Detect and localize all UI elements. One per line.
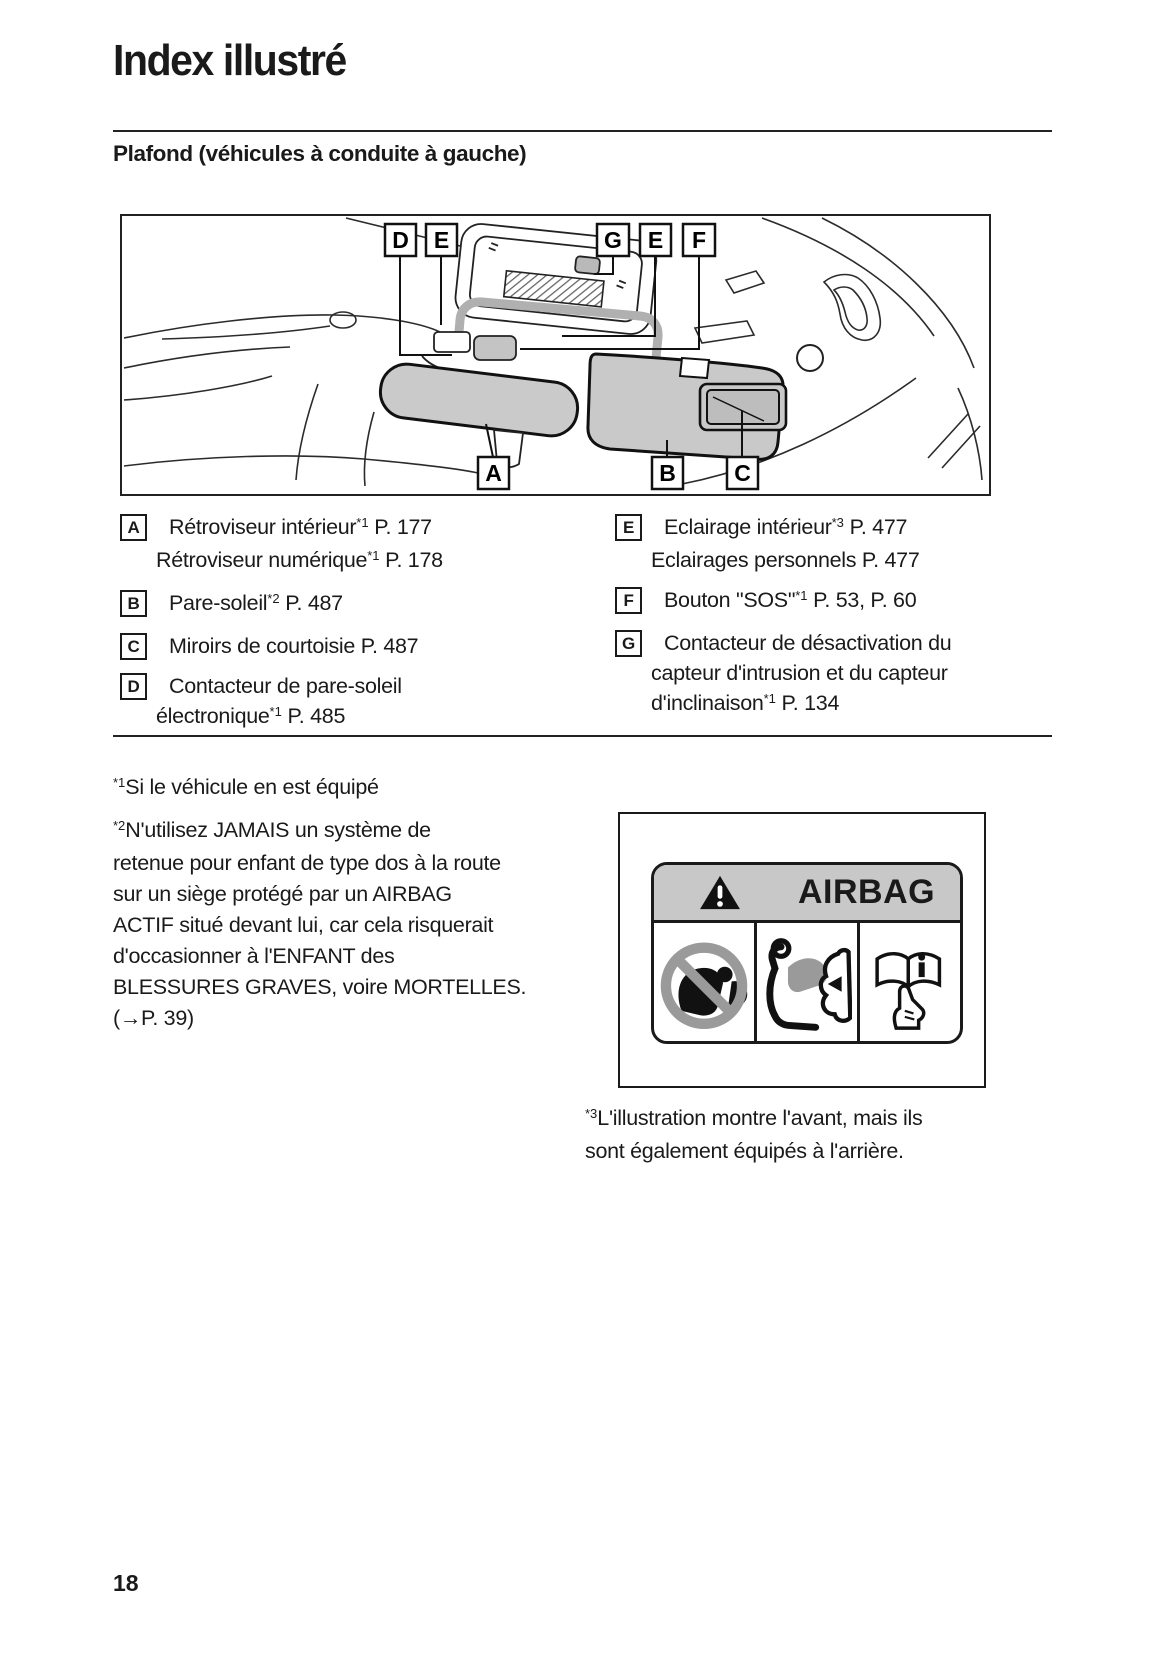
console-button-illustration bbox=[574, 255, 601, 275]
sunglasses-holder-illustration bbox=[502, 269, 605, 308]
callout-box-e: E bbox=[424, 222, 459, 258]
callout-box-b: B bbox=[650, 455, 685, 491]
sun-visor-switch-illustration bbox=[433, 331, 471, 353]
legend-item-f: F Bouton "SOS"*1 P. 53, P. 60 bbox=[615, 585, 1040, 618]
map-light-bezel-illustration bbox=[453, 297, 663, 363]
legend-item-a: A Rétroviseur intérieur*1 P. 177 Rétrovi… bbox=[120, 512, 595, 578]
footnote-1: *1Si le véhicule en est équipé bbox=[113, 775, 379, 799]
sun-visor-illustration bbox=[586, 344, 824, 461]
page-number: 18 bbox=[113, 1570, 139, 1596]
svg-text:E: E bbox=[648, 227, 663, 253]
callout-box-a: A bbox=[476, 455, 511, 491]
legend-text-b: Pare-soleil*2 P. 487 bbox=[169, 591, 343, 615]
warning-triangle-icon bbox=[700, 875, 740, 909]
airbag-label: AIRBAG bbox=[651, 862, 963, 1044]
callout-box-g: G bbox=[595, 222, 631, 258]
legend-key-a: A bbox=[120, 514, 147, 541]
legend-key-f: F bbox=[615, 587, 642, 614]
headliner-lines bbox=[123, 217, 983, 487]
callout-boxes: D E G E F bbox=[383, 222, 760, 491]
legend-text-g: Contacteur de désactivation du capteur d… bbox=[651, 631, 952, 715]
legend-text-d: Contacteur de pare-soleil électronique*1… bbox=[156, 674, 402, 728]
svg-text:E: E bbox=[434, 227, 449, 253]
read-manual-icon bbox=[860, 923, 960, 1041]
rearview-mirror-illustration bbox=[378, 362, 580, 438]
callout-box-e2: E bbox=[638, 222, 673, 258]
legend-key-b: B bbox=[120, 590, 147, 617]
svg-text:F: F bbox=[692, 227, 706, 253]
visor-hook-illustration bbox=[678, 356, 711, 380]
section-heading: Plafond (véhicules à conduite à gauche) bbox=[113, 141, 527, 166]
legend-item-e: E Eclairage intérieur*3 P. 477 Eclairage… bbox=[615, 512, 1040, 575]
legend-key-d: D bbox=[120, 673, 147, 700]
callout-leader-lines bbox=[399, 256, 743, 458]
svg-text:D: D bbox=[392, 227, 409, 253]
overhead-console-illustration bbox=[454, 223, 658, 335]
no-rear-facing-child-seat-icon bbox=[654, 923, 757, 1041]
sos-button-illustration bbox=[473, 335, 517, 361]
legend-text-f: Bouton "SOS"*1 P. 53, P. 60 bbox=[664, 588, 917, 612]
legend-divider bbox=[113, 735, 1052, 737]
legend-text-c: Miroirs de courtoisie P. 487 bbox=[169, 634, 419, 658]
title-divider bbox=[113, 130, 1052, 132]
legend-item-d: D Contacteur de pare-soleil électronique… bbox=[120, 671, 595, 734]
airbag-deployment-icon bbox=[757, 923, 860, 1041]
svg-text:G: G bbox=[604, 227, 622, 253]
legend-right-column: E Eclairage intérieur*3 P. 477 Eclairage… bbox=[615, 512, 1040, 731]
visor-pivot-illustration bbox=[796, 344, 824, 372]
footnote-3: *3L'illustration montre l'avant, mais il… bbox=[585, 1106, 923, 1163]
legend-left-column: A Rétroviseur intérieur*1 P. 177 Rétrovi… bbox=[120, 512, 595, 744]
airbag-label-header: AIRBAG bbox=[654, 865, 960, 923]
svg-text:B: B bbox=[659, 460, 676, 486]
callout-box-f: F bbox=[681, 222, 717, 258]
airbag-label-panels bbox=[654, 923, 960, 1041]
airbag-label-title: AIRBAG bbox=[798, 873, 936, 911]
svg-text:C: C bbox=[734, 460, 751, 486]
airbag-warning-label-figure: AIRBAG bbox=[618, 812, 986, 1088]
callout-box-c: C bbox=[725, 455, 760, 491]
callout-box-d: D bbox=[383, 222, 418, 258]
legend-text-e: Eclairage intérieur*3 P. 477 Eclairages … bbox=[651, 515, 920, 572]
legend-item-g: G Contacteur de désactivation du capteur… bbox=[615, 628, 1040, 721]
ceiling-diagram: D E G E F bbox=[120, 214, 991, 496]
legend-key-e: E bbox=[615, 514, 642, 541]
legend-key-c: C bbox=[120, 633, 147, 660]
legend-text-a: Rétroviseur intérieur*1 P. 177 Rétrovise… bbox=[156, 515, 443, 572]
legend-item-c: C Miroirs de courtoisie P. 487 bbox=[120, 631, 595, 661]
legend-key-g: G bbox=[615, 630, 642, 657]
footnote-2: *2N'utilisez JAMAIS un système de retenu… bbox=[113, 818, 527, 1030]
legend-item-b: B Pare-soleil*2 P. 487 bbox=[120, 588, 595, 621]
page-title: Index illustré bbox=[113, 36, 347, 85]
ceiling-diagram-illustration: D E G E F bbox=[123, 217, 983, 491]
svg-text:A: A bbox=[485, 460, 502, 486]
